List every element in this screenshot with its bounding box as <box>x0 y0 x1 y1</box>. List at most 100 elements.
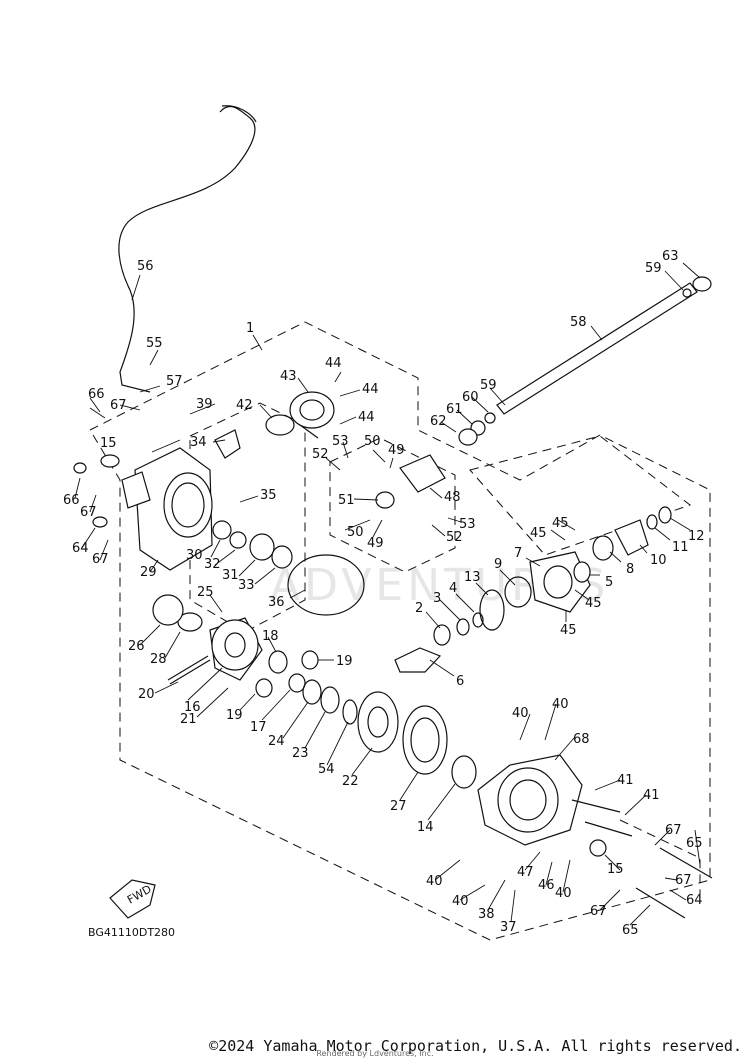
callout-2: 2 <box>415 601 423 616</box>
pinion-gear-6 <box>394 647 442 673</box>
washer-12 <box>658 506 672 524</box>
leader-lines <box>74 262 701 926</box>
callout-67c: 67 <box>92 552 109 567</box>
callout-labels: 1 2 3 4 5 6 7 8 9 10 11 12 13 14 15 15 1… <box>63 249 705 938</box>
callout-65a: 65 <box>686 836 703 851</box>
diagram-code: BG41110DT280 <box>88 926 175 939</box>
callout-49a: 49 <box>388 443 405 458</box>
gear-19b <box>255 678 273 698</box>
drive-shaft-58 <box>458 276 712 446</box>
o-ring-9 <box>504 576 532 608</box>
callout-17: 17 <box>250 720 267 735</box>
callout-5: 5 <box>605 575 613 590</box>
callout-67d: 67 <box>665 823 682 838</box>
yoke-10 <box>614 519 649 556</box>
callout-7: 7 <box>514 546 522 561</box>
callout-53b: 53 <box>459 517 476 532</box>
callout-19a: 19 <box>336 654 353 669</box>
washer-17 <box>288 673 306 693</box>
callout-13: 13 <box>464 570 481 585</box>
callout-25: 25 <box>197 585 214 600</box>
callout-32: 32 <box>204 557 221 572</box>
callout-15a: 15 <box>100 436 117 451</box>
callout-67a: 67 <box>110 398 127 413</box>
callout-41b: 41 <box>643 788 660 803</box>
callout-1: 1 <box>246 321 254 336</box>
shim-24 <box>302 679 322 705</box>
callout-52b: 52 <box>446 530 463 545</box>
callout-43: 43 <box>280 369 297 384</box>
seal-15b <box>589 839 607 857</box>
o-ring-42 <box>265 414 295 436</box>
callout-41a: 41 <box>617 773 634 788</box>
callout-6: 6 <box>456 674 464 689</box>
callout-11: 11 <box>672 540 689 555</box>
callout-59a: 59 <box>645 261 662 276</box>
callout-67b: 67 <box>80 505 97 520</box>
callout-60: 60 <box>462 390 479 405</box>
callout-62: 62 <box>430 414 447 429</box>
callout-29: 29 <box>140 565 157 580</box>
o-ring-28 <box>177 612 203 632</box>
copyright-notice: ©2024 Yamaha Motor Corporation, U.S.A. A… <box>209 1037 742 1055</box>
callout-33: 33 <box>238 578 255 593</box>
callout-64a: 64 <box>72 541 89 556</box>
callout-23: 23 <box>292 746 309 761</box>
shift-fork-34 <box>214 429 241 459</box>
callout-36: 36 <box>268 595 285 610</box>
callout-42: 42 <box>236 398 253 413</box>
diff-case-16 <box>209 617 263 681</box>
callout-30: 30 <box>186 548 203 563</box>
callout-3: 3 <box>433 591 441 606</box>
callout-8: 8 <box>626 562 634 577</box>
callout-66a: 66 <box>88 387 105 402</box>
callout-21: 21 <box>180 712 197 727</box>
fwd-arrow: FWD <box>109 879 156 919</box>
bearing-14 <box>451 755 477 789</box>
callout-56: 56 <box>137 259 154 274</box>
callout-64b: 64 <box>686 893 703 908</box>
callout-67e: 67 <box>675 873 692 888</box>
actuator-43 <box>289 391 335 439</box>
pinion-18 <box>268 650 288 674</box>
callout-4: 4 <box>449 581 457 596</box>
callout-18: 18 <box>262 629 279 644</box>
callout-9: 9 <box>494 557 502 572</box>
callout-61: 61 <box>446 402 463 417</box>
callout-10: 10 <box>650 553 667 568</box>
callout-39: 39 <box>196 397 213 412</box>
bearing-2 <box>433 624 451 646</box>
callout-44b: 44 <box>362 382 379 397</box>
callout-28: 28 <box>150 652 167 667</box>
ring-gear-22 <box>357 691 399 753</box>
callout-66b: 66 <box>63 493 80 508</box>
seal-3 <box>456 618 470 636</box>
callout-52a: 52 <box>312 447 329 462</box>
gear-33 <box>271 545 293 569</box>
callout-27: 27 <box>390 799 407 814</box>
callout-45a: 45 <box>530 526 547 541</box>
callout-53a: 53 <box>332 434 349 449</box>
ring-gear-27 <box>402 705 448 775</box>
callout-40d: 40 <box>452 894 469 909</box>
callout-22: 22 <box>342 774 359 789</box>
callout-45b: 45 <box>552 516 569 531</box>
spring-20 <box>167 655 211 685</box>
shim-54 <box>342 699 358 725</box>
callout-37: 37 <box>500 920 517 935</box>
rear-case-68 <box>477 754 583 846</box>
callout-58: 58 <box>570 315 587 330</box>
callout-50a: 50 <box>364 434 381 449</box>
oil-seal-26 <box>152 594 184 626</box>
shim-23 <box>320 686 340 714</box>
callout-31: 31 <box>222 568 239 583</box>
gear-19 <box>301 650 319 670</box>
callout-35: 35 <box>260 488 277 503</box>
callout-14: 14 <box>417 820 434 835</box>
callout-50b: 50 <box>347 525 364 540</box>
callout-38: 38 <box>478 907 495 922</box>
assembly-boundary <box>89 321 711 941</box>
gear-31 <box>249 533 275 561</box>
callout-24: 24 <box>268 734 285 749</box>
